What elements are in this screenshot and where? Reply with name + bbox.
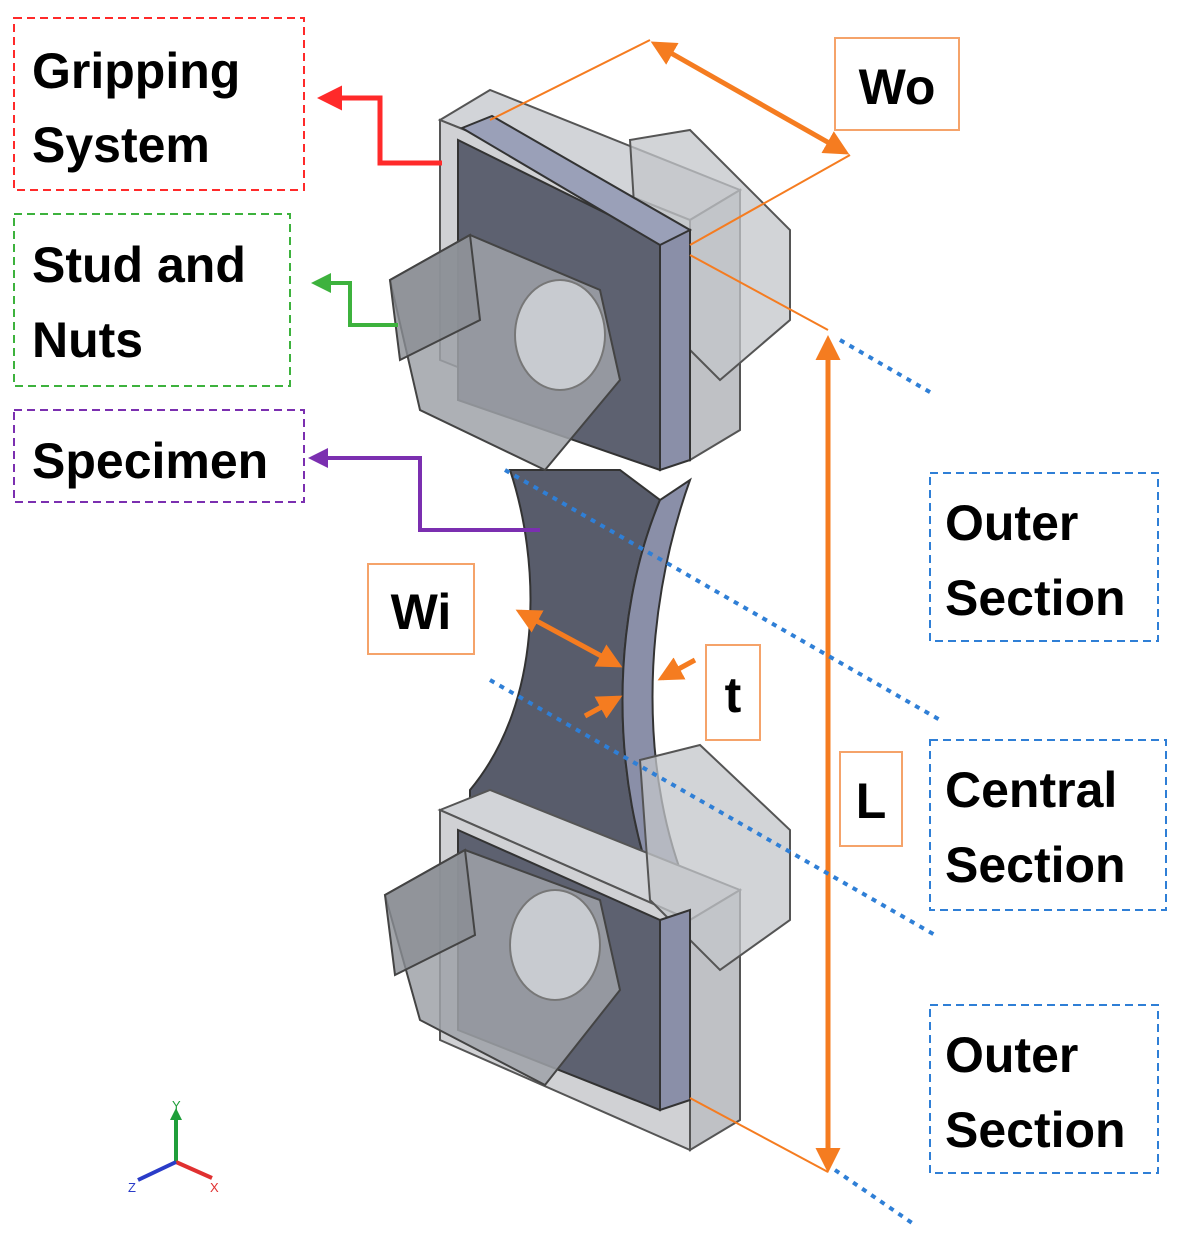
l-label: L	[856, 773, 887, 829]
axis-triad: Y X Z	[128, 1098, 219, 1195]
stud-label-box	[13, 213, 291, 387]
outer-section-top-line2: Section	[945, 570, 1126, 626]
specimen-callout: Specimen	[13, 409, 540, 532]
boundary-line-4	[833, 1168, 917, 1227]
outer-section-top: Outer Section	[929, 472, 1159, 642]
outer-section-bottom-line2: Section	[945, 1102, 1126, 1158]
gripping-callout: Gripping System	[13, 17, 442, 191]
wi-dimension: Wi	[367, 563, 623, 668]
t-dimension: t	[583, 644, 761, 741]
bottom-nut	[383, 848, 622, 1087]
x-axis-label: X	[210, 1180, 219, 1195]
top-specimen-edge	[659, 228, 691, 472]
central-section: Central Section	[929, 739, 1167, 911]
stud-callout: Stud and Nuts	[13, 213, 398, 387]
outer-section-top-box	[929, 472, 1159, 642]
specimen-label-box	[13, 409, 305, 503]
boundary-line-3	[489, 678, 936, 937]
top-nut	[388, 233, 622, 472]
wo-label-box	[834, 37, 960, 131]
wo-arrow	[650, 41, 850, 155]
specimen-label: Specimen	[32, 433, 268, 489]
z-axis-label: Z	[128, 1180, 136, 1195]
wi-label-box	[367, 563, 475, 655]
wo-dimension: Wo	[489, 37, 960, 246]
t-label: t	[725, 667, 742, 723]
specimen-arrow	[308, 448, 540, 532]
top-clamp-strip	[459, 114, 693, 247]
wi-label: Wi	[391, 584, 452, 640]
stud-label-line2: Nuts	[32, 312, 143, 368]
l-dimension: L	[689, 254, 903, 1173]
t-arrow-lower	[583, 695, 623, 719]
gripping-arrow	[317, 85, 442, 166]
boundary-line-2	[504, 468, 941, 722]
section-boundaries	[489, 338, 941, 1227]
gripping-label-line2: System	[32, 117, 210, 173]
t-label-box	[705, 644, 761, 741]
t-arrow-upper	[657, 657, 697, 681]
x-axis	[175, 1160, 213, 1180]
central-section-box	[929, 739, 1167, 911]
stud-label-line1: Stud and	[32, 237, 246, 293]
y-axis-label: Y	[172, 1098, 181, 1113]
boundary-line-1	[838, 338, 937, 397]
central-section-line2: Section	[945, 837, 1126, 893]
outer-section-top-line1: Outer	[945, 495, 1078, 551]
z-axis	[137, 1160, 177, 1182]
central-section-line1: Central	[945, 762, 1117, 818]
gripping-label-box	[13, 17, 305, 191]
model-3d	[383, 88, 791, 1152]
stud-arrow	[311, 273, 398, 327]
l-label-box	[839, 751, 903, 847]
outer-section-bottom-line1: Outer	[945, 1027, 1078, 1083]
wo-label: Wo	[859, 59, 936, 115]
wi-arrow	[515, 609, 623, 668]
outer-section-bottom-box	[929, 1004, 1159, 1174]
gripping-label-line1: Gripping	[32, 43, 240, 99]
outer-section-bottom: Outer Section	[929, 1004, 1159, 1174]
